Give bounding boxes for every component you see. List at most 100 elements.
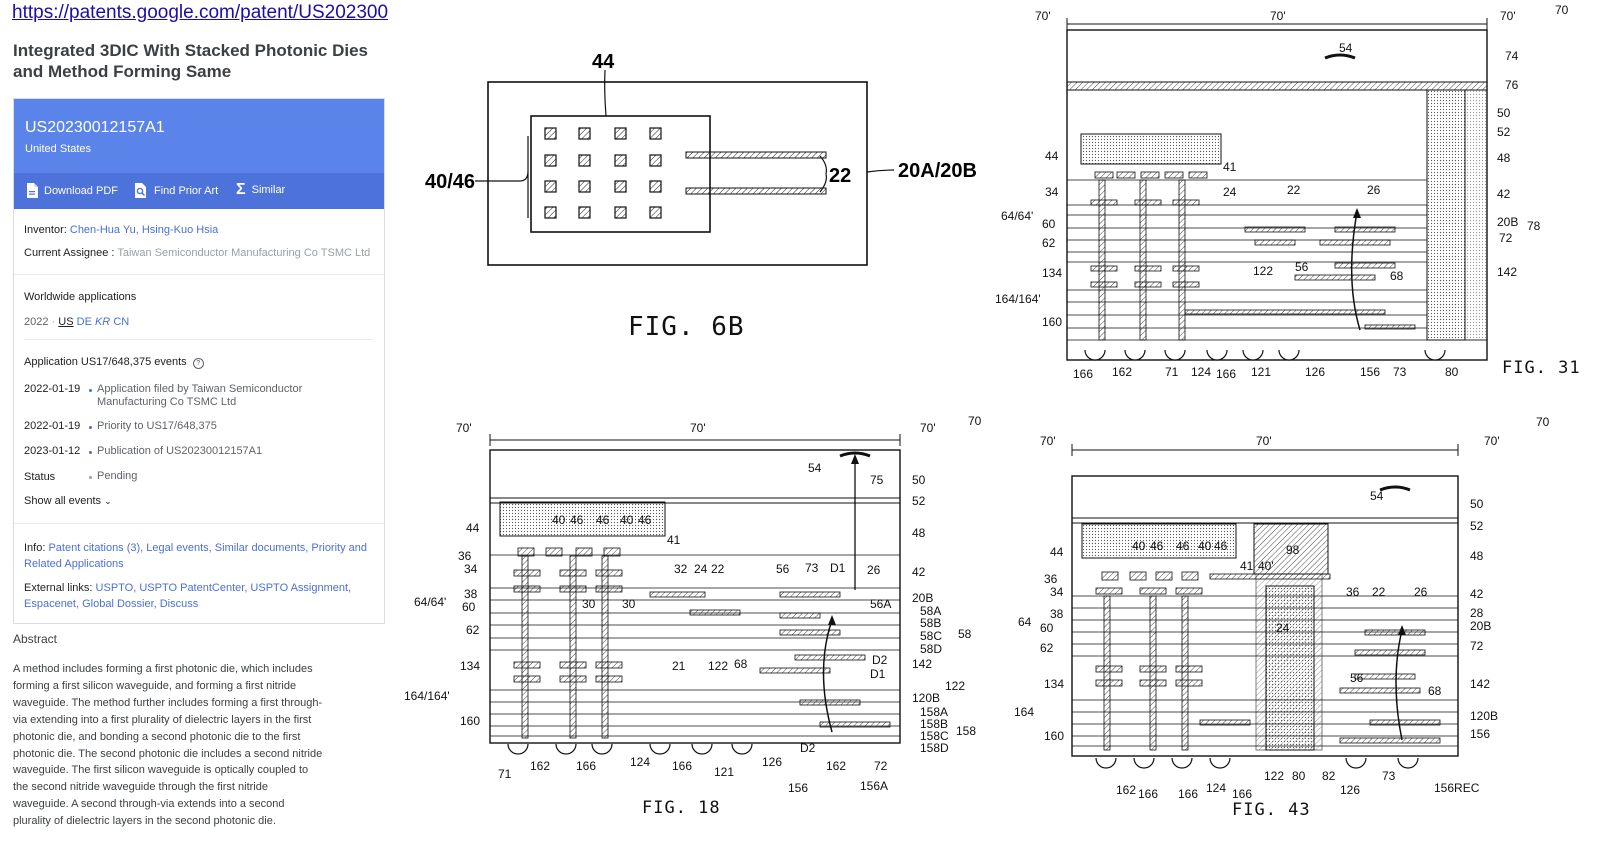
ref-22: 22 [829, 165, 851, 187]
find-prior-art-label: Find Prior Art [154, 184, 219, 197]
f31-right-label: 72 [1499, 231, 1513, 245]
f18-inner-label: 46 [570, 513, 584, 527]
f31-right-label: 52 [1497, 125, 1511, 139]
f31-inner-label: 41 [1223, 160, 1237, 174]
event-date: 2022-01-19 [24, 420, 81, 432]
download-pdf-button[interactable]: Download PDF [26, 183, 118, 198]
f31-top-label: 70' [1035, 9, 1051, 23]
info-links[interactable]: Patent citations (3), Legal events, Simi… [24, 542, 368, 570]
country-link-de[interactable]: DE [76, 316, 92, 328]
country-link-cn[interactable]: CN [113, 316, 130, 328]
f18-left-label: 164/164' [404, 689, 450, 703]
f18-bottom-label: 166 [576, 759, 596, 773]
f43-bottom-label: 80 [1292, 769, 1306, 783]
patent-panel: https://patents.google.com/patent/US2023… [0, 0, 400, 847]
f31-bottom-label: 73 [1393, 365, 1407, 379]
figure-31-label: FIG. 31 [1502, 358, 1581, 378]
f18-bottom-label: 126 [762, 755, 782, 769]
f31-top-label: 70' [1500, 9, 1516, 23]
f18-top-label: 70 [968, 414, 982, 428]
f18-inner-label: D2 [872, 653, 888, 667]
figure-18: 70' 70' 70' 70 50 52 48 42 20B 58A 58B 5… [400, 410, 1000, 847]
event-dot [89, 451, 92, 454]
f18-inner-label: 21 [672, 659, 686, 673]
external-links-row: External links: USPTO, USPTO PatentCente… [24, 580, 369, 612]
f43-top-label: 70' [1040, 434, 1056, 448]
f18-left-label: 36 [458, 549, 472, 563]
show-all-events-label: Show all events [24, 495, 102, 507]
status-dot [89, 476, 92, 479]
external-links-label: External links: [24, 582, 93, 594]
f43-bottom-label: 122 [1264, 769, 1284, 783]
f18-bottom-label: 71 [498, 767, 512, 781]
similar-button[interactable]: Σ Similar [236, 182, 286, 198]
external-links[interactable]: USPTO, USPTO PatentCenter, USPTO Assignm… [24, 582, 352, 610]
country-link-us[interactable]: US [58, 316, 74, 328]
events-heading-text: Application US17/648,375 events [24, 356, 187, 368]
f18-inner-label: 122 [708, 659, 728, 673]
f31-inner-label: 26 [1367, 183, 1381, 197]
f43-left-label: 60 [1040, 621, 1054, 635]
event-text: Application filed by Taiwan Semiconducto… [97, 383, 303, 408]
divider [24, 339, 374, 340]
country-link-kr[interactable]: KR [94, 316, 111, 328]
f31-right-label: 20B [1497, 215, 1518, 229]
f18-inner-label: 24 [694, 562, 708, 576]
f18-right-label: 58A [920, 604, 941, 618]
f18-right-label: 158 [956, 724, 976, 738]
f43-inner-label: 22 [1372, 585, 1386, 599]
f43-bottom-label: 156REC [1434, 781, 1480, 795]
f43-left-label: 64 [1018, 615, 1032, 629]
f43-inner-label: 26 [1414, 585, 1428, 599]
help-icon[interactable]: ? [192, 358, 204, 369]
f18-inner-label: 32 [674, 562, 688, 576]
f43-right-label: 48 [1470, 549, 1484, 563]
f43-inner-label: 41 [1240, 559, 1254, 573]
f18-inner-label: 54 [808, 461, 822, 475]
f18-inner-label: 40 [620, 513, 634, 527]
assignee-label: Current Assignee : [24, 247, 115, 259]
f18-top-label: 70' [456, 421, 472, 435]
f31-bottom-label: 166 [1216, 367, 1236, 381]
abstract-text: A method includes forming a first photon… [13, 663, 323, 828]
show-all-events-link[interactable]: Show all events ⌄ [24, 495, 112, 507]
f31-inner-label: 54 [1339, 41, 1353, 55]
event-text: Publication of US20230012157A1 [97, 445, 263, 457]
f18-inner-label: 56A [870, 597, 891, 611]
f43-bottom-label: 73 [1382, 769, 1396, 783]
f18-inner-label: 26 [867, 563, 881, 577]
f43-left-label: 164 [1014, 705, 1034, 719]
figure-18-drawing: 70' 70' 70' 70 50 52 48 42 20B 58A 58B 5… [404, 414, 982, 795]
f43-left-label: 34 [1050, 585, 1064, 599]
f31-right-label: 48 [1497, 151, 1511, 165]
f43-bottom-label: 82 [1322, 769, 1336, 783]
patent-title: Integrated 3DIC With Stacked Photonic Di… [13, 41, 369, 81]
inventor-links[interactable]: Chen-Hua Yu, Hsing-Kuo Hsia [69, 224, 219, 236]
f43-inner-label: 24 [1276, 621, 1290, 635]
f18-right-label: 42 [912, 565, 926, 579]
find-prior-art-button[interactable]: Find Prior Art [134, 183, 218, 198]
f18-inner-label: 56 [776, 562, 790, 576]
similar-label: Similar [251, 184, 286, 196]
f43-inner-label: 46 [1214, 539, 1228, 553]
status-label: Status [24, 471, 56, 483]
f18-inner-label: 41 [667, 533, 681, 547]
f31-bottom-label: 71 [1165, 365, 1179, 379]
event-date: 2022-01-19 [24, 383, 81, 395]
f43-left-label: 36 [1044, 572, 1058, 586]
f18-left-label: 134 [460, 659, 480, 673]
f31-inner-label: 68 [1390, 269, 1404, 283]
download-pdf-label: Download PDF [44, 184, 118, 197]
f18-right-label: 120B [912, 691, 940, 705]
info-label: Info: [24, 542, 46, 554]
f43-inner-label: 54 [1370, 489, 1384, 503]
page-url-link[interactable]: https://patents.google.com/patent/US2023… [12, 2, 389, 23]
ref-44: 44 [592, 51, 615, 73]
f18-inner-label: D1 [830, 561, 846, 575]
f18-right-label: 50 [912, 473, 926, 487]
f18-left-label: 34 [464, 562, 478, 576]
f43-right-label: 20B [1470, 619, 1491, 633]
pdf-file-icon [27, 183, 38, 198]
f18-right-label: 58 [958, 627, 972, 641]
f31-right-label: 142 [1497, 265, 1517, 279]
